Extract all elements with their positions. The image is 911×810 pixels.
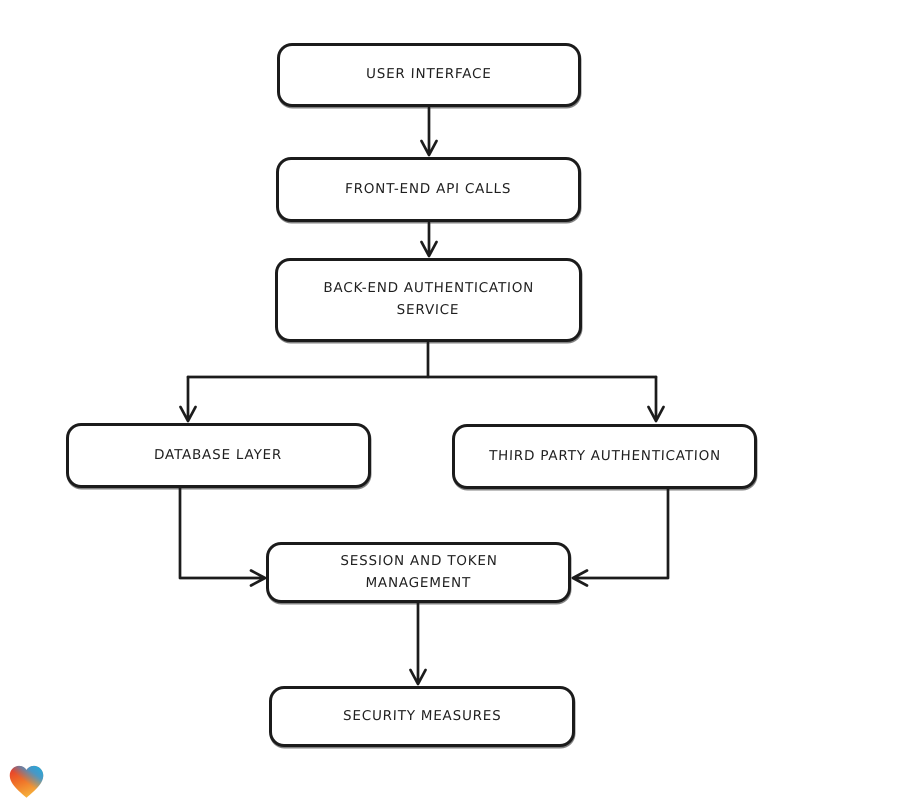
node-label: SESSION AND TOKEN MANAGEMENT xyxy=(340,552,498,591)
arrowhead-down-icon xyxy=(420,139,438,157)
node-session-and-token-management[interactable]: SESSION AND TOKEN MANAGEMENT xyxy=(266,542,571,603)
node-user-interface[interactable]: USER INTERFACE xyxy=(277,43,581,107)
arrowhead-down-icon xyxy=(179,405,197,423)
edge-session-and-token-management-to-security-measures xyxy=(409,601,427,686)
node-label: DATABASE LAYER xyxy=(154,446,283,463)
node-back-end-authentication-service[interactable]: BACK-END AUTHENTICATION SERVICE xyxy=(275,258,582,342)
arrowhead-down-icon xyxy=(420,240,438,258)
heart-logo[interactable] xyxy=(6,762,47,802)
edge-third-party-authentication-to-session-and-token-management xyxy=(571,487,670,587)
arrowhead-down-icon xyxy=(647,405,665,423)
node-database-layer[interactable]: DATABASE LAYER xyxy=(66,423,371,488)
edge-user-interface-to-front-end-api-calls xyxy=(420,106,438,157)
node-front-end-api-calls[interactable]: FRONT-END API CALLS xyxy=(276,157,581,222)
edge-database-layer-to-session-and-token-management xyxy=(178,486,267,587)
node-label: USER INTERFACE xyxy=(365,66,493,83)
arrowhead-left-icon xyxy=(571,569,589,587)
node-security-measures[interactable]: SECURITY MEASURES xyxy=(269,686,575,747)
arrowhead-down-icon xyxy=(409,668,427,686)
edge-front-end-api-calls-to-back-end-authentication-service xyxy=(420,221,438,258)
node-label: SECURITY MEASURES xyxy=(342,707,502,724)
node-label: THIRD PARTY AUTHENTICATION xyxy=(488,447,721,464)
edge-back-end-authentication-service-branch xyxy=(179,341,665,423)
node-label: BACK-END AUTHENTICATION SERVICE xyxy=(323,280,535,318)
node-label: FRONT-END API CALLS xyxy=(345,180,512,197)
heart-icon xyxy=(9,765,44,798)
arrowhead-right-icon xyxy=(249,569,267,587)
node-third-party-authentication[interactable]: THIRD PARTY AUTHENTICATION xyxy=(452,424,757,489)
